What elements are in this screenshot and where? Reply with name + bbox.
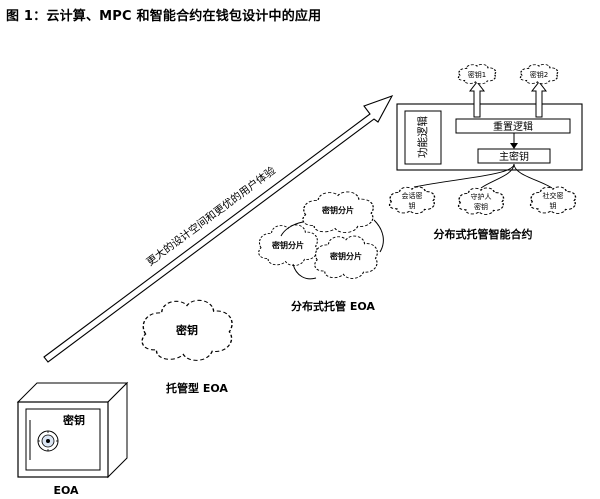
session-key-label-line1: 会话密 [402,191,423,200]
shard-label-2: 密钥分片 [271,240,304,250]
reset-logic-label: 重置逻辑 [493,120,533,133]
key1-label: 密钥1 [468,70,486,79]
distributed-caption: 分布式托管 EOA [291,299,375,313]
contract-caption: 分布式托管智能合约 [434,227,533,241]
social-key-label-line1: 社交密 [543,191,564,200]
guardian-key-label-line1: 守护人 [471,192,492,201]
arrow-icon [43,95,394,363]
up-arrow-right [530,81,548,118]
contract-box [396,103,583,171]
arrow-label: 更大的设计空间和更优的用户体验 [144,164,278,269]
master-key-label: 主密钥 [499,150,529,163]
shard-label-3: 密钥分片 [329,251,362,261]
eoa-key-label: 密钥 [63,413,85,427]
shard-label-1: 密钥分片 [321,205,354,215]
dial-icon [37,430,59,452]
eoa-caption: EOA [53,484,79,497]
custodial-caption: 托管型 EOA [166,381,228,395]
social-key-label-line2: 钥 [550,201,557,210]
session-key-label-line2: 钥 [409,201,416,210]
safe-icon [16,381,129,479]
custodial-key-label: 密钥 [176,323,198,337]
up-arrow-left [468,81,486,118]
function-box-label: 功能逻辑 [416,116,429,158]
guardian-key-label-line2: 密钥 [474,202,488,211]
figure-title: 图 1：云计算、MPC 和智能合约在钱包设计中的应用 [6,9,322,24]
key2-label: 密钥2 [530,70,548,79]
key-branches [413,163,553,189]
shard-connections [280,219,384,280]
